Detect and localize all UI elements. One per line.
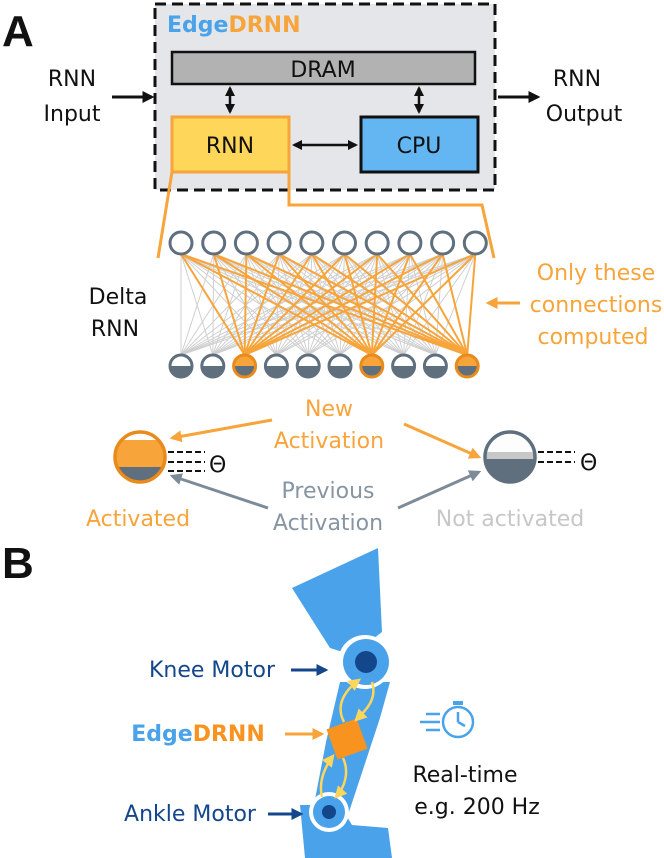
input-neuron bbox=[233, 230, 259, 256]
input-neuron bbox=[266, 230, 292, 256]
inactive-connection bbox=[180, 253, 214, 356]
output-label-line1: RNN bbox=[553, 67, 601, 92]
input-neuron bbox=[430, 230, 456, 256]
inactive-connection bbox=[180, 253, 341, 356]
activated-neuron bbox=[454, 353, 480, 379]
prosthetic-leg bbox=[292, 548, 392, 858]
delta-rnn-network bbox=[168, 230, 488, 379]
activated-label: Activated bbox=[86, 507, 190, 532]
active-connection bbox=[180, 253, 246, 356]
rnn-block bbox=[170, 115, 291, 174]
cpu-block-label: CPU bbox=[397, 134, 442, 159]
chip-title: EdgeDRNN bbox=[167, 13, 300, 38]
note-line3: computed bbox=[537, 325, 648, 350]
input-neuron bbox=[168, 230, 194, 256]
active-connection bbox=[466, 253, 477, 356]
input-neuron bbox=[397, 230, 423, 256]
active-connection bbox=[245, 253, 373, 356]
output-label-line2: Output bbox=[546, 102, 623, 127]
rnn-block-label: RNN bbox=[206, 134, 254, 159]
dram-block bbox=[170, 50, 477, 86]
not-activated-neuron-detail bbox=[483, 430, 575, 484]
activated-neuron bbox=[232, 353, 258, 379]
new-to-activated-arrow bbox=[169, 418, 273, 443]
previous-activation-line1: Previous bbox=[282, 479, 375, 504]
zoom-line-right bbox=[287, 172, 496, 259]
active-connection bbox=[244, 253, 444, 356]
active-connection bbox=[212, 253, 246, 356]
realtime-line1: Real-time bbox=[412, 763, 517, 788]
ankle-motor-label: Ankle Motor bbox=[124, 802, 257, 827]
inactive-neuron bbox=[391, 353, 417, 379]
activated-neuron-detail bbox=[113, 430, 205, 484]
input-neuron bbox=[201, 230, 227, 256]
input-label-line2: Input bbox=[44, 102, 101, 127]
active-connection bbox=[180, 253, 373, 356]
note-line1: Only these bbox=[537, 261, 656, 286]
active-connection bbox=[243, 253, 248, 356]
new-activation-line2: Activation bbox=[274, 429, 384, 454]
inactive-neuron bbox=[295, 353, 321, 379]
active-connection bbox=[213, 253, 373, 356]
input-label-line1: RNN bbox=[48, 67, 96, 92]
active-connection bbox=[245, 253, 468, 356]
dram-label: DRAM bbox=[290, 58, 355, 83]
inactive-neuron bbox=[327, 353, 353, 379]
previous-activation-line2: Activation bbox=[273, 511, 383, 536]
delta-rnn-label-line2: RNN bbox=[91, 317, 139, 342]
activated-neuron bbox=[359, 353, 385, 379]
not-activated-label: Not activated bbox=[436, 507, 584, 532]
zoom-line-left bbox=[156, 171, 174, 259]
active-connection bbox=[244, 253, 476, 356]
previous-to-not-activated-arrow bbox=[397, 470, 482, 510]
edgedrnn-label: EdgeDRNN bbox=[131, 722, 264, 747]
inactive-neuron bbox=[263, 353, 289, 379]
inactive-neuron bbox=[422, 353, 448, 379]
inactive-neuron bbox=[168, 353, 194, 379]
edgedrnn-label-drnn: DRNN bbox=[193, 722, 265, 747]
active-connection bbox=[244, 253, 411, 356]
active-connection bbox=[278, 253, 468, 356]
stopwatch-icon bbox=[420, 701, 475, 739]
threshold-symbol-right: Θ bbox=[580, 451, 597, 476]
active-connection bbox=[180, 253, 468, 356]
new-to-not-activated-arrow bbox=[403, 422, 482, 459]
active-connection bbox=[376, 253, 468, 356]
delta-rnn-label-line1: Delta bbox=[89, 285, 148, 310]
active-connection bbox=[409, 253, 469, 356]
edgedrnn-label-edge: Edge bbox=[131, 722, 192, 747]
new-activation-line1: New bbox=[305, 397, 353, 422]
chip-title-edge: Edge bbox=[167, 13, 228, 38]
active-connection bbox=[243, 253, 281, 356]
chip-title-drnn: DRNN bbox=[228, 13, 300, 38]
active-connection bbox=[311, 253, 468, 356]
panel-a-letter: A bbox=[2, 7, 34, 56]
input-neuron bbox=[462, 230, 488, 256]
active-connection bbox=[371, 253, 476, 356]
panel-b-letter: B bbox=[2, 539, 34, 588]
input-neuron bbox=[364, 230, 390, 256]
active-connection bbox=[441, 253, 469, 356]
knee-motor-label: Knee Motor bbox=[149, 658, 276, 683]
cpu-block bbox=[359, 115, 480, 174]
previous-to-activated-arrow bbox=[169, 473, 269, 510]
active-connection bbox=[213, 253, 468, 356]
realtime-line2: e.g. 200 Hz bbox=[414, 795, 540, 820]
active-connection bbox=[343, 253, 468, 356]
active-connection bbox=[243, 253, 378, 356]
input-neuron bbox=[332, 230, 357, 256]
threshold-symbol-left: Θ bbox=[209, 453, 226, 478]
input-neuron bbox=[299, 230, 325, 256]
inactive-neuron bbox=[200, 353, 226, 379]
note-line2: connections bbox=[530, 293, 663, 318]
